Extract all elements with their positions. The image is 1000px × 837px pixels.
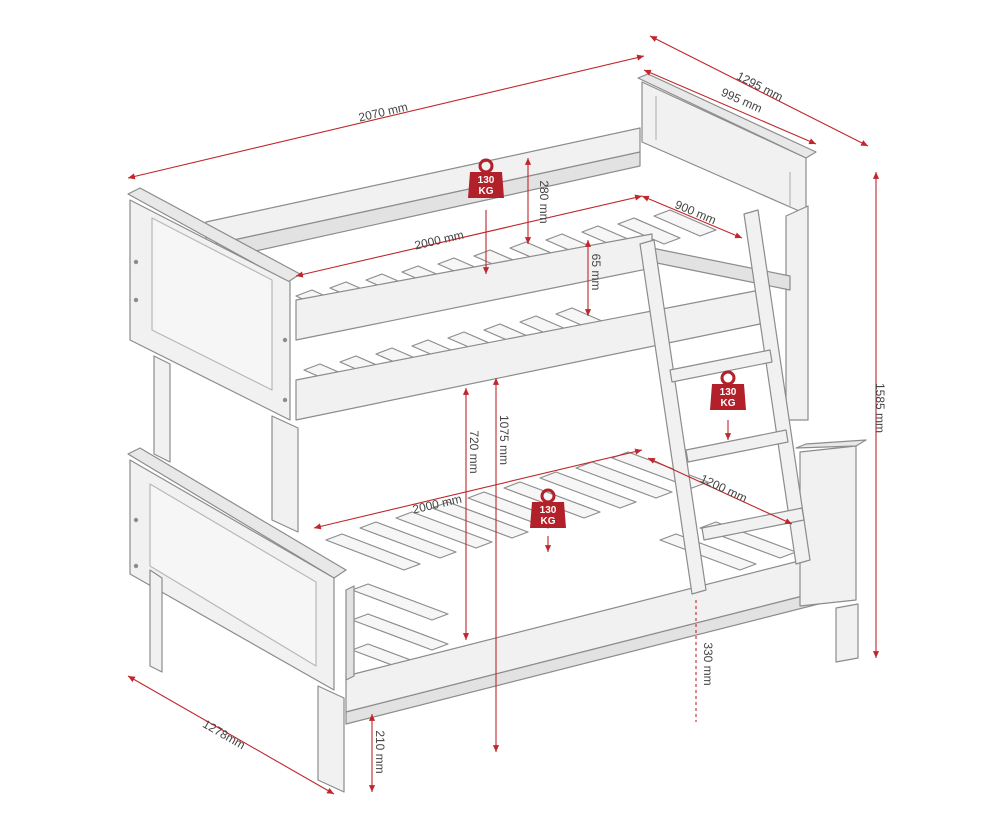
kettlebell-icon	[720, 370, 736, 386]
dim-inner-depth-line	[643, 69, 817, 145]
label-guard-height: 280 mm	[537, 180, 551, 223]
label-floor-clearance: 210 mm	[373, 730, 387, 773]
dim-top-length-line	[295, 194, 643, 278]
dim-bottom-depth-line	[647, 457, 793, 525]
weight-value: 130	[478, 175, 495, 186]
label-top-length: 2000 mm	[413, 228, 465, 253]
label-bottom-depth: 1200 mm	[698, 471, 749, 505]
label-overall-height: 1585 mm	[873, 383, 887, 433]
bottom-right-footboard	[795, 439, 867, 663]
label-ladder-offset: 330 mm	[701, 642, 715, 685]
weight-value: 130	[720, 387, 737, 398]
label-clearance-height: 720 mm	[467, 430, 481, 473]
dim-top-depth-line	[641, 195, 743, 239]
label-overall-length: 2070 mm	[357, 100, 409, 125]
dim-overall-length-line	[127, 54, 645, 180]
dim-bottom-length-line	[313, 448, 643, 530]
weight-unit: KG	[721, 398, 736, 409]
weight-unit: KG	[541, 516, 556, 527]
weight-badge-ladder: 130 KG	[710, 370, 746, 410]
dimension-lines	[127, 35, 880, 795]
dim-bottom-width-line	[127, 675, 335, 795]
left-headboard	[127, 187, 301, 533]
weight-unit: KG	[479, 186, 494, 197]
label-top-height: 1075 mm	[497, 415, 511, 465]
label-mattress-thickness: 65 mm	[589, 254, 603, 291]
weight-badge-top: 130 KG	[468, 158, 504, 198]
weight-badge-bottom: 130 KG	[530, 488, 566, 528]
weight-value: 130	[540, 505, 557, 516]
label-bottom-width: 1278mm	[200, 717, 247, 752]
